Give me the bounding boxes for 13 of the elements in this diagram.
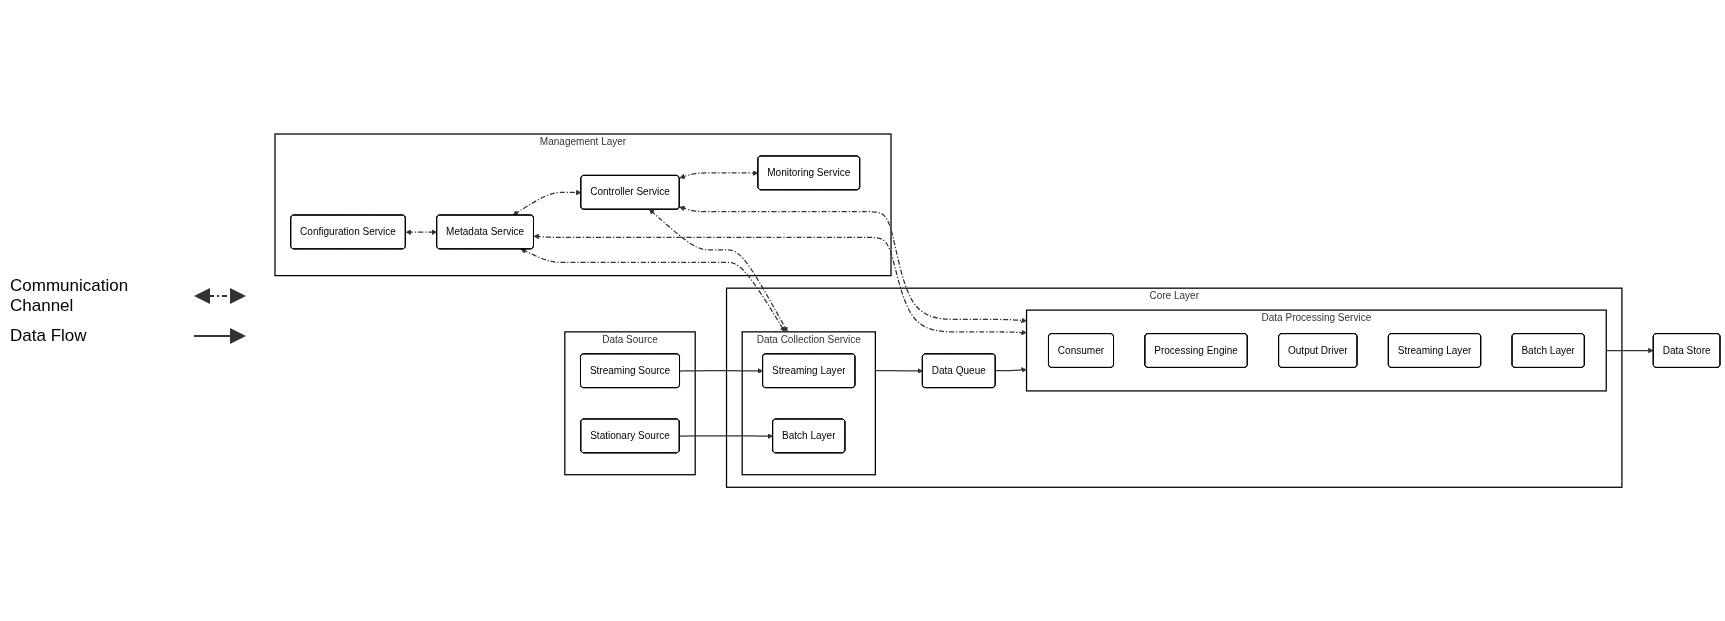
arrow <box>874 368 923 374</box>
arrow <box>533 233 1027 336</box>
legend-label: Communication Channel <box>10 275 130 316</box>
arrow <box>405 229 438 235</box>
arrow <box>678 433 774 439</box>
arrow <box>520 248 786 332</box>
arrow <box>649 209 788 332</box>
arrow <box>679 170 759 179</box>
arrow <box>679 205 1027 324</box>
arrow <box>994 367 1027 373</box>
arrow <box>512 189 582 216</box>
arrow <box>679 368 764 374</box>
legend-label: Data Flow <box>10 325 88 346</box>
